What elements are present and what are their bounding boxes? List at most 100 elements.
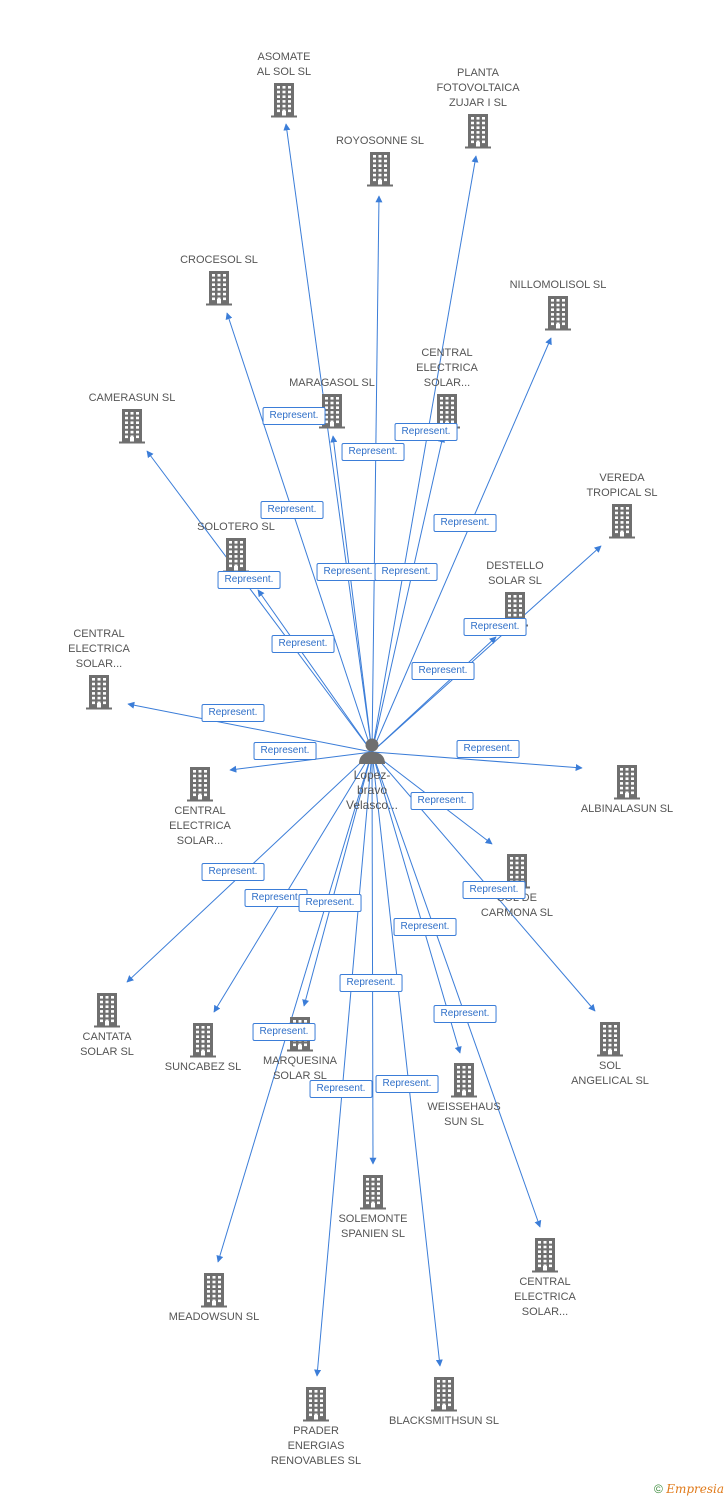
represent-badge-central-electrica-4[interactable]: Represent. bbox=[433, 1005, 497, 1023]
building-icon[interactable] bbox=[154, 1272, 274, 1308]
represent-badge-crocesol[interactable]: Represent. bbox=[260, 501, 324, 519]
represent-badge-blacksmithsun[interactable]: Represent. bbox=[375, 1075, 439, 1093]
footer-brand: © Empresia bbox=[654, 1482, 724, 1496]
company-label[interactable]: CROCESOL SL bbox=[180, 254, 258, 266]
person-label[interactable]: Lopez- bravo Velasco... bbox=[345, 768, 399, 812]
company-node-maragasol[interactable]: MARAGASOL SL bbox=[272, 376, 392, 431]
represent-badge-solemonte-spanien[interactable]: Represent. bbox=[339, 974, 403, 992]
company-node-crocesol[interactable]: CROCESOL SL bbox=[159, 253, 279, 308]
represent-badge-prader-energias[interactable]: Represent. bbox=[309, 1080, 373, 1098]
company-label[interactable]: CAMERASUN SL bbox=[88, 392, 176, 404]
company-label[interactable]: ASOMATE AL SOL SL bbox=[256, 51, 312, 78]
company-node-royosonne[interactable]: ROYOSONNE SL bbox=[320, 134, 440, 189]
company-node-central-electrica-3[interactable]: CENTRAL ELECTRICA SOLAR... bbox=[140, 764, 260, 849]
building-icon[interactable] bbox=[72, 408, 192, 444]
company-label[interactable]: SOL ANGELICAL SL bbox=[571, 1060, 649, 1087]
company-node-planta-fotovoltaica[interactable]: PLANTA FOTOVOLTAICA ZUJAR I SL bbox=[418, 66, 538, 151]
represent-badge-destello-solar[interactable]: Represent. bbox=[411, 662, 475, 680]
company-node-vereda-tropical[interactable]: VEREDA TROPICAL SL bbox=[562, 471, 682, 541]
represent-badge-albinalasun[interactable]: Represent. bbox=[456, 740, 520, 758]
represent-badge-weissehaus-sun[interactable]: Represent. bbox=[393, 918, 457, 936]
person-icon[interactable] bbox=[312, 736, 432, 766]
represent-badge-central-electrica-1[interactable]: Represent. bbox=[374, 563, 438, 581]
company-label[interactable]: DESTELLO SOLAR SL bbox=[486, 560, 544, 587]
represent-badge-solotero[interactable]: Represent. bbox=[271, 635, 335, 653]
company-label[interactable]: SOLOTERO SL bbox=[197, 521, 275, 533]
company-node-weissehaus-sun[interactable]: WEISSEHAUS SUN SL bbox=[404, 1060, 524, 1130]
building-icon[interactable] bbox=[176, 537, 296, 573]
company-node-prader-energias[interactable]: PRADER ENERGIAS RENOVABLES SL bbox=[256, 1384, 376, 1469]
company-label[interactable]: VEREDA TROPICAL SL bbox=[586, 472, 658, 499]
building-icon[interactable] bbox=[313, 1174, 433, 1210]
edge-planta-fotovoltaica bbox=[371, 155, 479, 753]
represent-badge-vereda-tropical[interactable]: Represent. bbox=[463, 618, 527, 636]
edge-central-electrica-1 bbox=[371, 435, 446, 753]
company-label[interactable]: PLANTA FOTOVOLTAICA ZUJAR I SL bbox=[436, 67, 520, 109]
edge-suncabez bbox=[213, 751, 373, 1013]
company-label[interactable]: CENTRAL ELECTRICA SOLAR... bbox=[416, 347, 478, 389]
company-label[interactable]: MEADOWSUN SL bbox=[168, 1311, 260, 1323]
represent-badge-meadowsun[interactable]: Represent. bbox=[252, 1023, 316, 1041]
building-icon[interactable] bbox=[567, 764, 687, 800]
building-icon[interactable] bbox=[384, 1376, 504, 1412]
person-node-center[interactable]: Lopez- bravo Velasco... bbox=[312, 734, 432, 813]
company-node-central-electrica-1[interactable]: CENTRAL ELECTRICA SOLAR... bbox=[387, 346, 507, 431]
copyright-symbol: © bbox=[654, 1482, 663, 1496]
company-label[interactable]: WEISSEHAUS SUN SL bbox=[427, 1101, 501, 1128]
company-label[interactable]: BLACKSMITHSUN SL bbox=[388, 1415, 500, 1427]
company-label[interactable]: CENTRAL ELECTRICA SOLAR... bbox=[68, 628, 130, 670]
represent-badge-camerasun[interactable]: Represent. bbox=[217, 571, 281, 589]
represent-badge-suncabez[interactable]: Represent. bbox=[244, 889, 308, 907]
building-icon[interactable] bbox=[272, 393, 392, 429]
company-node-asomate[interactable]: ASOMATE AL SOL SL bbox=[224, 50, 344, 120]
represent-badge-central-electrica-3[interactable]: Represent. bbox=[253, 742, 317, 760]
building-icon[interactable] bbox=[550, 1021, 670, 1057]
company-node-solemonte-spanien[interactable]: SOLEMONTE SPANIEN SL bbox=[313, 1172, 433, 1242]
building-icon[interactable] bbox=[224, 82, 344, 118]
represent-badge-nillomolisol[interactable]: Represent. bbox=[433, 514, 497, 532]
building-icon[interactable] bbox=[418, 113, 538, 149]
company-node-sol-angelical[interactable]: SOL ANGELICAL SL bbox=[550, 1019, 670, 1089]
represent-badge-cantata-solar[interactable]: Represent. bbox=[201, 863, 265, 881]
company-node-central-electrica-4[interactable]: CENTRAL ELECTRICA SOLAR... bbox=[485, 1235, 605, 1320]
building-icon[interactable] bbox=[256, 1386, 376, 1422]
building-icon[interactable] bbox=[320, 151, 440, 187]
company-label[interactable]: CENTRAL ELECTRICA SOLAR... bbox=[169, 805, 231, 847]
building-icon[interactable] bbox=[562, 503, 682, 539]
building-icon[interactable] bbox=[47, 992, 167, 1028]
company-label[interactable]: PRADER ENERGIAS RENOVABLES SL bbox=[270, 1425, 362, 1467]
company-node-camerasun[interactable]: CAMERASUN SL bbox=[72, 391, 192, 446]
represent-badge-royosonne[interactable]: Represent. bbox=[341, 443, 405, 461]
represent-badge-sol-de-carmona[interactable]: Represent. bbox=[410, 792, 474, 810]
represent-badge-marquesina-solar[interactable]: Represent. bbox=[298, 894, 362, 912]
company-label[interactable]: SUNCABEZ SL bbox=[164, 1061, 242, 1073]
company-label[interactable]: ROYOSONNE SL bbox=[335, 135, 425, 147]
represent-badge-maragasol[interactable]: Represent. bbox=[316, 563, 380, 581]
company-node-central-electrica-2[interactable]: CENTRAL ELECTRICA SOLAR... bbox=[39, 627, 159, 712]
building-icon[interactable] bbox=[485, 1237, 605, 1273]
building-icon[interactable] bbox=[39, 674, 159, 710]
building-icon[interactable] bbox=[159, 270, 279, 306]
building-icon[interactable] bbox=[143, 1022, 263, 1058]
building-icon[interactable] bbox=[498, 295, 618, 331]
company-node-blacksmithsun[interactable]: BLACKSMITHSUN SL bbox=[384, 1374, 504, 1429]
company-label[interactable]: NILLOMOLISOL SL bbox=[509, 279, 607, 291]
company-node-cantata-solar[interactable]: CANTATA SOLAR SL bbox=[47, 990, 167, 1060]
represent-badge-planta-fotovoltaica[interactable]: Represent. bbox=[394, 423, 458, 441]
company-label[interactable]: ALBINALASUN SL bbox=[580, 803, 674, 815]
company-node-nillomolisol[interactable]: NILLOMOLISOL SL bbox=[498, 278, 618, 333]
company-label[interactable]: SOLEMONTE SPANIEN SL bbox=[338, 1213, 408, 1240]
company-label[interactable]: MARAGASOL SL bbox=[289, 377, 375, 389]
company-label[interactable]: CENTRAL ELECTRICA SOLAR... bbox=[514, 1276, 576, 1318]
company-label[interactable]: CANTATA SOLAR SL bbox=[80, 1031, 134, 1058]
building-icon[interactable] bbox=[404, 1062, 524, 1098]
company-label[interactable]: MARQUESINA SOLAR SL bbox=[263, 1055, 337, 1082]
company-node-albinalasun[interactable]: ALBINALASUN SL bbox=[567, 762, 687, 817]
building-icon[interactable] bbox=[140, 766, 260, 802]
company-node-suncabez[interactable]: SUNCABEZ SL bbox=[143, 1020, 263, 1075]
company-node-meadowsun[interactable]: MEADOWSUN SL bbox=[154, 1270, 274, 1325]
represent-badge-central-electrica-2[interactable]: Represent. bbox=[201, 704, 265, 722]
company-node-solotero[interactable]: SOLOTERO SL bbox=[176, 520, 296, 575]
represent-badge-asomate[interactable]: Represent. bbox=[262, 407, 326, 425]
represent-badge-sol-angelical[interactable]: Represent. bbox=[462, 881, 526, 899]
